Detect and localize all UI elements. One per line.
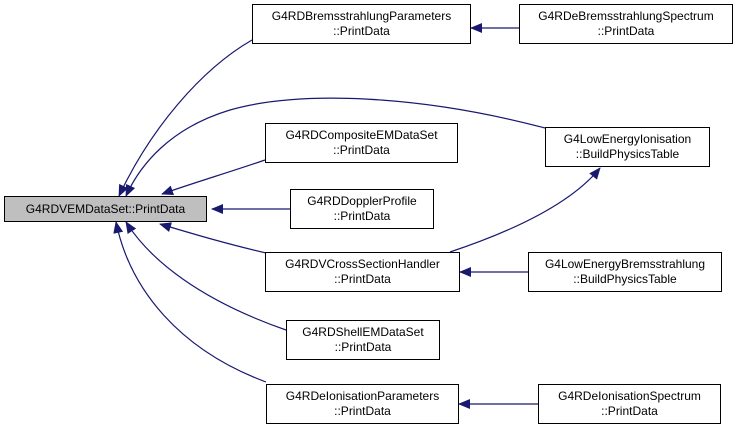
node-composite-emdataset-line2: ::PrintData xyxy=(333,143,390,157)
node-ebremsstrahlung-spectrum-line1: G4RDeBremsstrahlungSpectrum xyxy=(538,9,714,23)
node-shell-emdataset-line2: ::PrintData xyxy=(334,340,392,354)
node-eionisation-parameters-line2: ::PrintData xyxy=(334,404,391,418)
node-bremsstrahlung-parameters-line2: ::PrintData xyxy=(333,24,390,38)
node-bremsstrahlung-parameters-line1: G4RDBremsstrahlungParameters xyxy=(271,9,452,23)
node-lowenergy-ionisation-line1: G4LowEnergyIonisation xyxy=(563,132,692,146)
edge-vcs-to-root xyxy=(159,222,276,256)
edge-composite-to-root xyxy=(161,159,266,196)
node-doppler-profile-line2: ::PrintData xyxy=(333,209,391,223)
node-eionisation-spectrum[interactable]: G4RDeIonisationSpectrum ::PrintData xyxy=(538,384,721,424)
node-lowenergy-bremsstrahlung-line1: G4LowEnergyBremsstrahlung xyxy=(544,257,706,271)
node-doppler-profile-line1: G4RDDopplerProfile xyxy=(307,194,417,208)
node-composite-emdataset[interactable]: G4RDCompositeEMDataSet ::PrintData xyxy=(265,123,458,163)
node-lowenergy-ionisation-line2: ::BuildPhysicsTable xyxy=(575,147,680,161)
node-bremsstrahlung-parameters[interactable]: G4RDBremsstrahlungParameters ::PrintData xyxy=(252,4,471,44)
node-doppler-profile[interactable]: G4RDDopplerProfile ::PrintData xyxy=(290,189,434,229)
node-vcrosssection-handler-line2: ::PrintData xyxy=(334,272,391,286)
node-lowenergy-bremsstrahlung-line2: ::BuildPhysicsTable xyxy=(573,272,677,286)
node-ebremsstrahlung-spectrum[interactable]: G4RDeBremsstrahlungSpectrum ::PrintData xyxy=(519,4,733,44)
node-lowenergy-ionisation[interactable]: G4LowEnergyIonisation ::BuildPhysicsTabl… xyxy=(545,127,710,167)
edge-vcs-to-ionisation xyxy=(449,167,601,253)
node-lowenergy-bremsstrahlung[interactable]: G4LowEnergyBremsstrahlung ::BuildPhysics… xyxy=(528,252,722,292)
node-eionisation-spectrum-line2: ::PrintData xyxy=(601,404,658,418)
edge-bremparams-to-root xyxy=(118,39,253,197)
node-vcrosssection-handler[interactable]: G4RDVCrossSectionHandler ::PrintData xyxy=(265,252,460,292)
node-shell-emdataset[interactable]: G4RDShellEMDataSet ::PrintData xyxy=(286,320,440,360)
node-vcrosssection-handler-line1: G4RDVCrossSectionHandler xyxy=(285,257,440,271)
node-eionisation-parameters[interactable]: G4RDeIonisationParameters ::PrintData xyxy=(266,384,459,424)
node-ebremsstrahlung-spectrum-line2: ::PrintData xyxy=(597,24,655,38)
edge-shell-to-root xyxy=(125,221,287,331)
node-root-label-line1: G4RDVEMDataSet::PrintData xyxy=(25,201,186,216)
node-shell-emdataset-line1: G4RDShellEMDataSet xyxy=(302,325,424,339)
edge-ionisation-to-root xyxy=(125,97,546,197)
node-eionisation-spectrum-line1: G4RDeIonisationSpectrum xyxy=(558,389,701,403)
edge-ionparams-to-root xyxy=(113,221,267,383)
node-eionisation-parameters-line1: G4RDeIonisationParameters xyxy=(285,389,440,403)
node-composite-emdataset-line1: G4RDCompositeEMDataSet xyxy=(285,128,438,142)
node-root-vemdataset-printdata: G4RDVEMDataSet::PrintData xyxy=(4,196,207,222)
